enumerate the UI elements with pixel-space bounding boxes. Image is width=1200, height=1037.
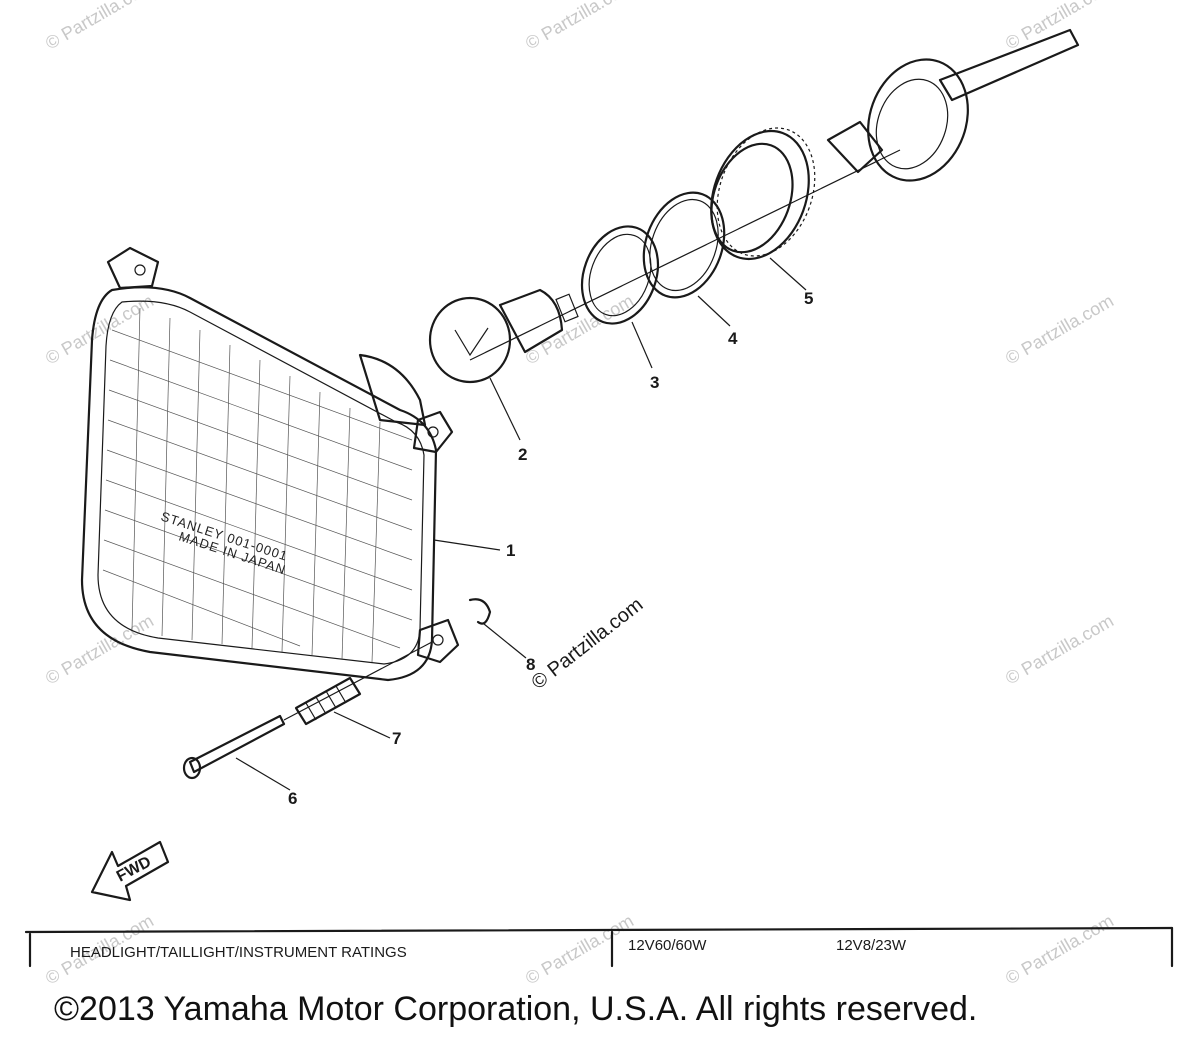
watermark-layer: © Partzilla.com © Partzilla.com © Partzi…	[42, 0, 1117, 988]
socket-cover-inner	[875, 78, 949, 170]
watermark: © Partzilla.com	[522, 0, 637, 53]
screw-axis-line	[283, 641, 433, 721]
callout-3: 3	[650, 373, 659, 392]
callout-7: 7	[392, 729, 401, 748]
headlight-lens-outline	[80, 286, 438, 682]
ratings-bar: HEADLIGHT/TAILLIGHT/INSTRUMENT RATINGS 1…	[24, 926, 1174, 968]
mounting-tab-bottom	[416, 618, 460, 664]
bulb-seal-ring	[580, 225, 660, 369]
socket-ring	[710, 127, 816, 291]
adjusting-screw	[182, 714, 291, 791]
watermark: © Partzilla.com	[1002, 0, 1117, 53]
callout-2: 2	[518, 445, 527, 464]
retaining-ring	[642, 191, 731, 327]
mounting-hole	[134, 264, 146, 276]
mounting-tab-top	[106, 246, 160, 290]
callout-leader-7	[333, 711, 391, 739]
ratings-top-rule	[24, 926, 1174, 934]
assembly-axis-line	[469, 149, 901, 361]
callout-leader-8	[483, 623, 527, 659]
fwd-arrow: FWD	[90, 840, 170, 902]
bulb-base	[498, 288, 564, 354]
watermark: © Partzilla.com	[42, 0, 157, 53]
watermark: © Partzilla.com	[1002, 610, 1117, 688]
ring-inner	[588, 233, 652, 317]
spring	[294, 676, 391, 739]
callout-leader-2	[489, 377, 521, 441]
callout-5: 5	[804, 289, 813, 308]
wire-cord	[938, 28, 1080, 102]
socket-plug	[826, 120, 884, 174]
spring-body	[294, 676, 362, 726]
bulb-socket	[826, 28, 1080, 182]
mounting-hole	[432, 634, 444, 646]
callout-leader-6	[235, 757, 291, 791]
ring-inner	[649, 198, 719, 292]
callout-leader-5	[769, 257, 807, 291]
socket-ring-knurl	[716, 127, 816, 257]
callout-leader-3	[631, 321, 653, 369]
callout-8: 8	[526, 655, 535, 674]
callout-6: 6	[288, 789, 297, 808]
clip-body	[468, 598, 492, 625]
mounting-tab-right	[412, 410, 454, 454]
screw-head	[182, 756, 202, 780]
ring-outer	[642, 191, 726, 299]
bulb	[428, 288, 579, 441]
lens-grid-pattern	[102, 307, 413, 663]
bulb-filament	[454, 327, 489, 357]
watermark: © Partzilla.com	[522, 290, 637, 368]
bulb-glass	[428, 296, 512, 384]
bulb-terminal	[555, 293, 579, 323]
fwd-arrow-icon	[90, 840, 170, 902]
watermark: © Partzilla.com	[522, 910, 637, 988]
callout-4: 4	[728, 329, 738, 348]
callout-leader-4	[697, 295, 731, 327]
rear-housing	[358, 353, 427, 427]
ratings-label: HEADLIGHT/TAILLIGHT/INSTRUMENT RATINGS	[70, 944, 407, 961]
spring-coils	[305, 685, 347, 721]
socket-cover	[867, 58, 969, 182]
callout-leader-1	[433, 539, 501, 551]
ratings-headlight: 12V60/60W	[628, 937, 707, 954]
watermark: © Partzilla.com	[1002, 290, 1117, 368]
copyright-notice: ©2013 Yamaha Motor Corporation, U.S.A. A…	[54, 990, 977, 1028]
socket-ring-inner	[710, 142, 794, 254]
socket-ring-outer	[710, 129, 810, 261]
watermark-center: © Partzilla.com	[528, 594, 648, 694]
clip	[468, 598, 527, 659]
callout-1: 1	[506, 541, 515, 560]
watermark: © Partzilla.com	[1002, 910, 1117, 988]
screw-shaft	[188, 714, 286, 774]
headlight-lens-inner-rim	[97, 300, 425, 665]
ratings-taillight: 12V8/23W	[836, 937, 907, 954]
